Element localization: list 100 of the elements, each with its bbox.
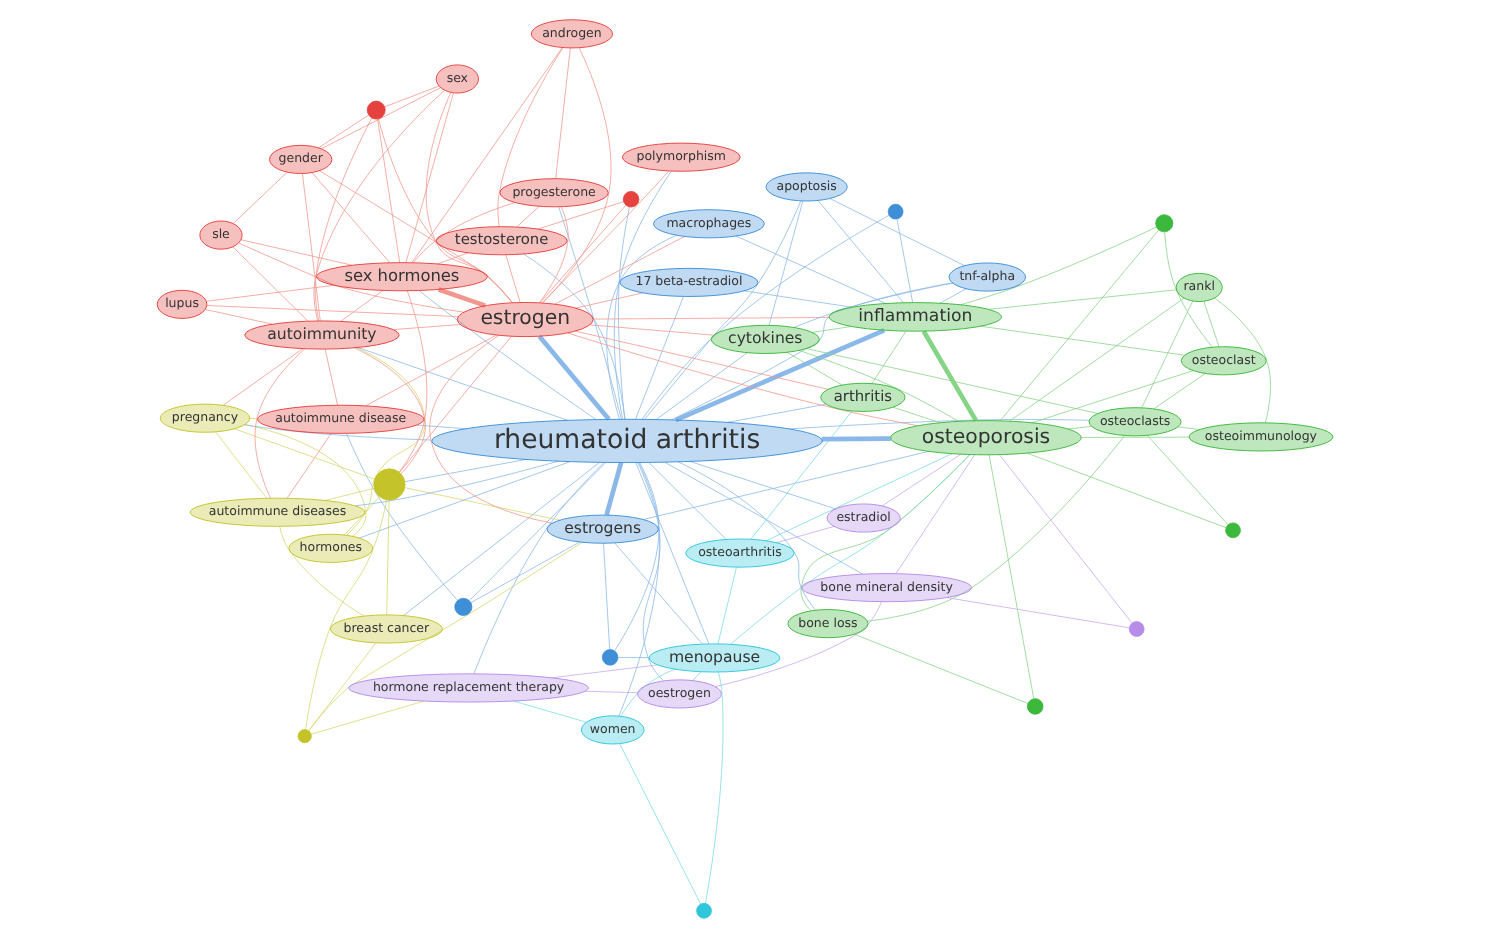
connector xyxy=(1176,426,1199,430)
node-circle xyxy=(886,203,903,220)
connector xyxy=(616,657,649,658)
node-circle xyxy=(1154,214,1173,233)
connector xyxy=(536,334,610,421)
connector xyxy=(617,462,659,717)
connector xyxy=(1140,300,1193,409)
connector xyxy=(716,566,736,645)
connector xyxy=(641,451,928,520)
connector xyxy=(787,419,1089,430)
connector xyxy=(643,200,801,420)
connector xyxy=(553,236,684,305)
connector xyxy=(307,541,582,731)
connector xyxy=(557,206,621,420)
connector xyxy=(920,330,978,422)
node-circle xyxy=(1224,522,1240,539)
node-circle xyxy=(600,649,618,666)
connector xyxy=(415,424,466,430)
connector xyxy=(566,332,917,427)
connector xyxy=(504,254,520,303)
connector xyxy=(323,348,337,406)
connector xyxy=(663,461,863,575)
connector xyxy=(749,410,852,540)
connector xyxy=(1025,452,1226,529)
connector xyxy=(583,690,637,694)
connector xyxy=(397,290,427,473)
connector xyxy=(233,428,375,480)
connector xyxy=(345,347,425,536)
connector xyxy=(714,601,881,687)
connector xyxy=(383,85,439,108)
connector xyxy=(945,597,1129,629)
connector xyxy=(1152,373,1205,410)
connector xyxy=(231,246,308,322)
connector xyxy=(602,543,610,650)
connector xyxy=(891,406,940,424)
connector xyxy=(1080,436,1189,438)
connector xyxy=(385,499,389,616)
node-circle xyxy=(365,100,385,120)
connector xyxy=(356,347,568,421)
connector xyxy=(538,206,568,304)
connector xyxy=(428,334,552,524)
connector xyxy=(342,496,379,536)
connector xyxy=(592,317,829,320)
connector xyxy=(870,330,906,384)
connector xyxy=(828,198,964,266)
connector xyxy=(424,92,512,303)
connector xyxy=(634,462,709,645)
node-ellipse: rheumatoid arthritis xyxy=(430,418,822,464)
connector xyxy=(1031,370,1193,424)
connector xyxy=(673,328,885,423)
connector xyxy=(317,114,368,149)
connector xyxy=(436,252,468,265)
connector xyxy=(810,326,851,333)
connector xyxy=(312,89,444,322)
connector xyxy=(239,239,352,266)
connector xyxy=(880,453,960,507)
connector xyxy=(376,118,400,263)
connector xyxy=(704,671,723,904)
connector xyxy=(205,284,334,302)
connector xyxy=(410,47,562,263)
connector xyxy=(339,290,383,322)
connector xyxy=(618,743,700,905)
connector xyxy=(301,173,320,322)
connector xyxy=(398,336,511,473)
connector xyxy=(1146,435,1228,526)
connector xyxy=(816,200,903,304)
connector xyxy=(403,487,560,521)
connector xyxy=(775,526,834,544)
connector xyxy=(353,347,425,475)
connector xyxy=(248,418,257,419)
connector xyxy=(792,282,953,328)
connector xyxy=(313,117,372,322)
connector xyxy=(472,462,604,675)
connector xyxy=(894,454,974,574)
connector xyxy=(764,453,952,542)
connector xyxy=(538,204,626,303)
connector xyxy=(285,433,331,499)
connector xyxy=(253,348,305,499)
connector xyxy=(1066,426,1091,430)
connector xyxy=(554,47,570,180)
connector xyxy=(345,433,457,601)
connector xyxy=(358,461,570,539)
connector xyxy=(612,170,671,420)
node-circle xyxy=(453,597,472,616)
connector xyxy=(670,282,952,421)
connector xyxy=(895,218,912,303)
connector xyxy=(979,325,1184,356)
connector xyxy=(691,671,701,681)
connector xyxy=(613,462,659,652)
connector xyxy=(853,633,1028,704)
node-ellipse: osteoporosis xyxy=(889,420,1081,456)
connector xyxy=(1163,231,1212,348)
connector xyxy=(655,352,747,420)
connector xyxy=(304,499,387,730)
node-circle xyxy=(621,191,639,208)
connector xyxy=(403,459,526,482)
connector xyxy=(469,541,580,603)
connector xyxy=(1008,297,1184,422)
connector xyxy=(588,324,713,336)
connector xyxy=(734,235,885,304)
